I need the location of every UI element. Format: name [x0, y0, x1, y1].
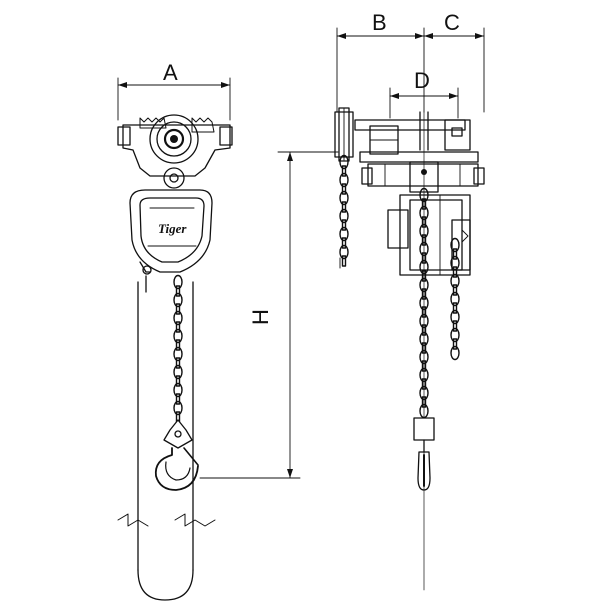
- chain-link: [173, 274, 183, 290]
- chain-link: [452, 266, 458, 278]
- hook-front: [154, 419, 301, 491]
- chain-link: [452, 302, 458, 314]
- chain-link: [450, 237, 460, 253]
- dimension-d-label: D: [414, 68, 430, 93]
- dimension-c-label: C: [444, 10, 460, 35]
- chain-link: [421, 342, 427, 354]
- chain-link: [173, 310, 183, 326]
- tiger-logo: Tiger: [158, 221, 187, 236]
- trolley-side: [334, 107, 485, 193]
- dimension-b: B: [336, 10, 425, 113]
- chain-link: [419, 223, 429, 239]
- chain-link: [450, 291, 460, 307]
- chain-link: [173, 400, 183, 416]
- chain-link: [175, 375, 181, 387]
- dimension-c: C: [423, 10, 485, 113]
- chain-link: [339, 244, 349, 260]
- chain-link: [421, 234, 427, 246]
- chain-link: [452, 248, 458, 260]
- chain-link: [421, 378, 427, 390]
- hoist-body-side: [387, 194, 471, 276]
- chain-link: [452, 338, 458, 350]
- chain-link: [452, 320, 458, 332]
- dimension-h-label: H: [248, 309, 273, 325]
- chain-link: [421, 288, 427, 300]
- chain-link: [421, 306, 427, 318]
- dimension-a: A: [117, 60, 231, 121]
- chain-link: [175, 393, 181, 405]
- chain-link: [175, 285, 181, 297]
- chain-link: [173, 382, 183, 398]
- chain-link: [339, 172, 349, 188]
- side-view: B C D: [334, 10, 485, 591]
- chain-link: [421, 270, 427, 282]
- chain-link: [421, 396, 427, 408]
- chain-link: [339, 190, 349, 206]
- chain-link: [421, 324, 427, 336]
- chain-link: [339, 208, 349, 224]
- chain-link: [450, 309, 460, 325]
- chain-link: [419, 367, 429, 383]
- chain-link: [421, 360, 427, 372]
- chain-link: [450, 327, 460, 343]
- chain-link: [450, 255, 460, 271]
- chain-link: [339, 226, 349, 242]
- chain-link: [419, 331, 429, 347]
- chain-link: [341, 237, 347, 249]
- chain-link: [421, 216, 427, 228]
- trolley-front: [117, 114, 233, 189]
- chain-link: [419, 349, 429, 365]
- chain-link: [419, 205, 429, 221]
- chain-link: [341, 183, 347, 195]
- hook-side: [413, 417, 435, 491]
- chain-link: [173, 292, 183, 308]
- chain-link: [419, 277, 429, 293]
- dimension-a-label: A: [163, 60, 178, 85]
- chain-link: [339, 154, 349, 170]
- chain-link: [419, 187, 429, 203]
- chain-link: [173, 328, 183, 344]
- chain-link: [175, 303, 181, 315]
- dimension-h: H: [248, 151, 339, 479]
- chain-link: [175, 357, 181, 369]
- chain-link: [421, 198, 427, 210]
- chain-link: [341, 201, 347, 213]
- chain-link: [173, 364, 183, 380]
- chain-link: [450, 345, 460, 361]
- chain-link: [341, 219, 347, 231]
- chain-link: [175, 339, 181, 351]
- chain-link: [173, 346, 183, 362]
- dimension-d: D: [389, 68, 459, 119]
- chain-link: [419, 313, 429, 329]
- chain-link: [452, 284, 458, 296]
- chain-link: [419, 385, 429, 401]
- chain-link: [419, 295, 429, 311]
- chain-link: [421, 252, 427, 264]
- chain-link: [175, 321, 181, 333]
- load-chain-front: [173, 274, 183, 423]
- chain-link: [419, 241, 429, 257]
- hoist-body-front: Tiger: [129, 189, 213, 293]
- front-view: A Tiger: [117, 60, 301, 601]
- hand-chain-loop: [117, 281, 216, 601]
- chain-link: [450, 273, 460, 289]
- chains-side: [339, 154, 460, 419]
- dimension-b-label: B: [372, 10, 387, 35]
- chain-link: [341, 165, 347, 177]
- chain-link: [341, 255, 347, 267]
- chain-link: [419, 259, 429, 275]
